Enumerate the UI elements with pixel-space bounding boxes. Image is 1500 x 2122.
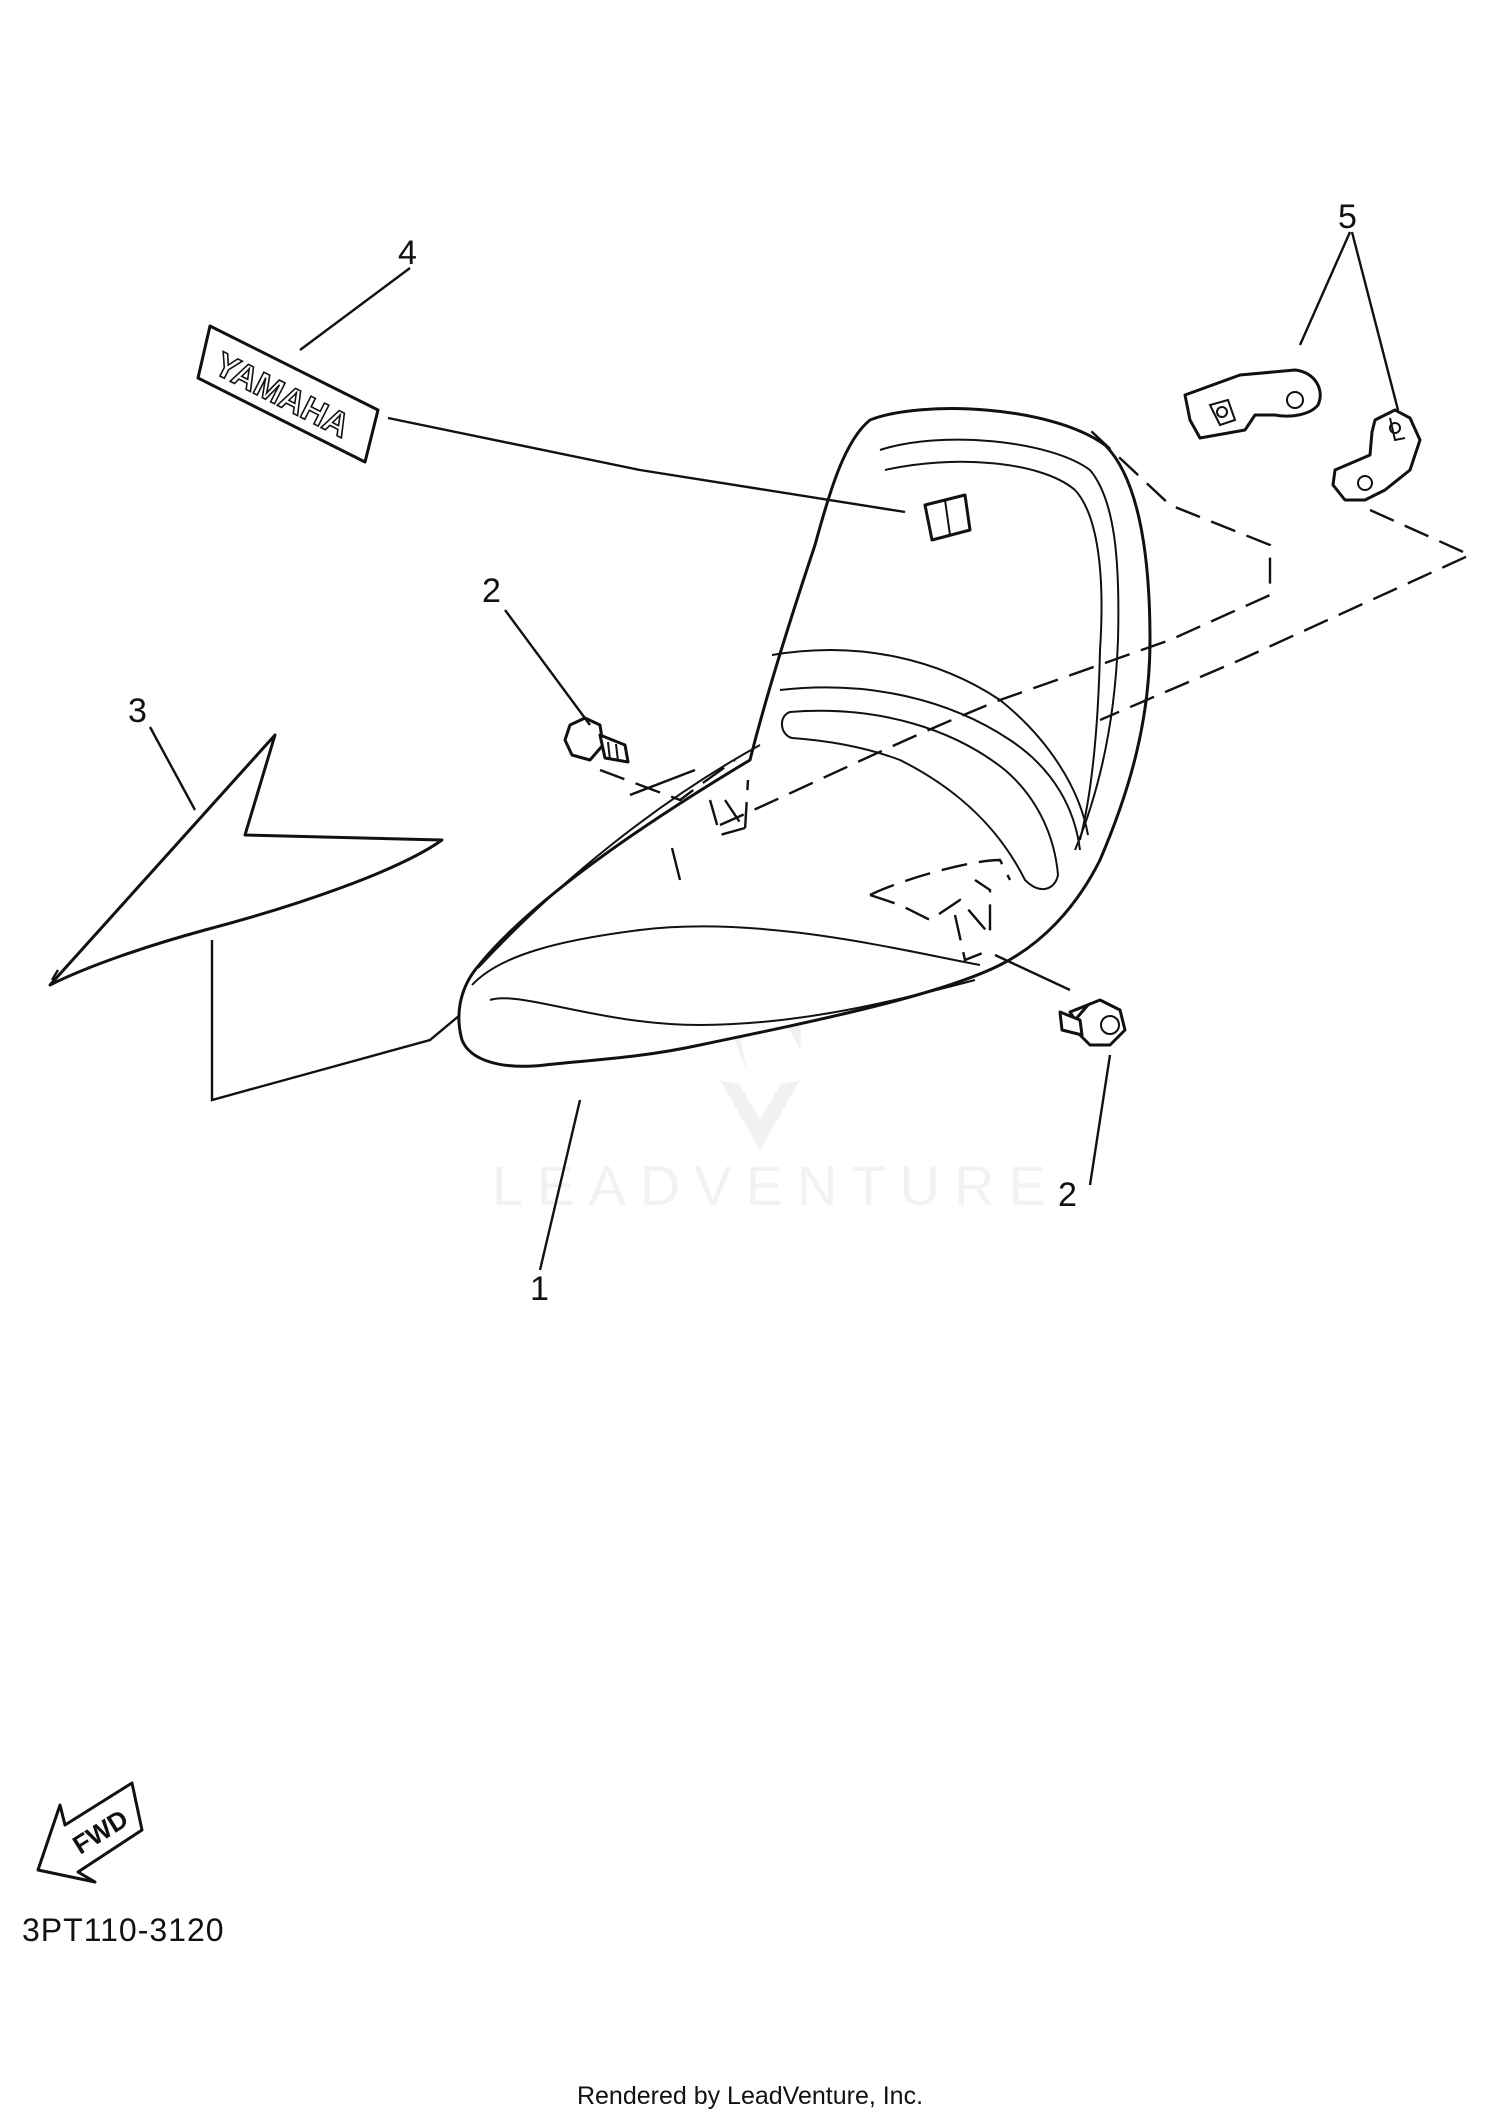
bolt-part-2-right[interactable] bbox=[1058, 998, 1127, 1047]
callout-2-left: 2 bbox=[482, 572, 501, 610]
callout-5: 5 bbox=[1338, 198, 1357, 236]
bracket-part-5-upper[interactable] bbox=[1183, 368, 1322, 440]
diagram-code: 3PT110-3120 bbox=[22, 1912, 225, 1948]
footer-credit: Rendered by LeadVenture, Inc. bbox=[576, 2082, 924, 2110]
callout-4: 4 bbox=[398, 234, 417, 272]
watermark-text: LEADVENTURE bbox=[492, 1154, 1060, 1217]
assembly-lines bbox=[210, 416, 1473, 1102]
bracket-part-5-lower[interactable] bbox=[1331, 408, 1422, 502]
callout-leaders bbox=[148, 231, 1400, 1271]
bolt-part-2-left[interactable] bbox=[563, 716, 630, 764]
stripe-decal-part-3[interactable] bbox=[48, 733, 444, 987]
yamaha-emblem-part-4[interactable]: YAMAHA bbox=[196, 324, 380, 464]
callout-1: 1 bbox=[530, 1270, 549, 1308]
callout-3: 3 bbox=[128, 692, 147, 730]
callout-2-right: 2 bbox=[1058, 1176, 1077, 1214]
seat-part-1[interactable] bbox=[457, 407, 1152, 1068]
fwd-arrow-icon: FWD bbox=[36, 1781, 144, 1884]
